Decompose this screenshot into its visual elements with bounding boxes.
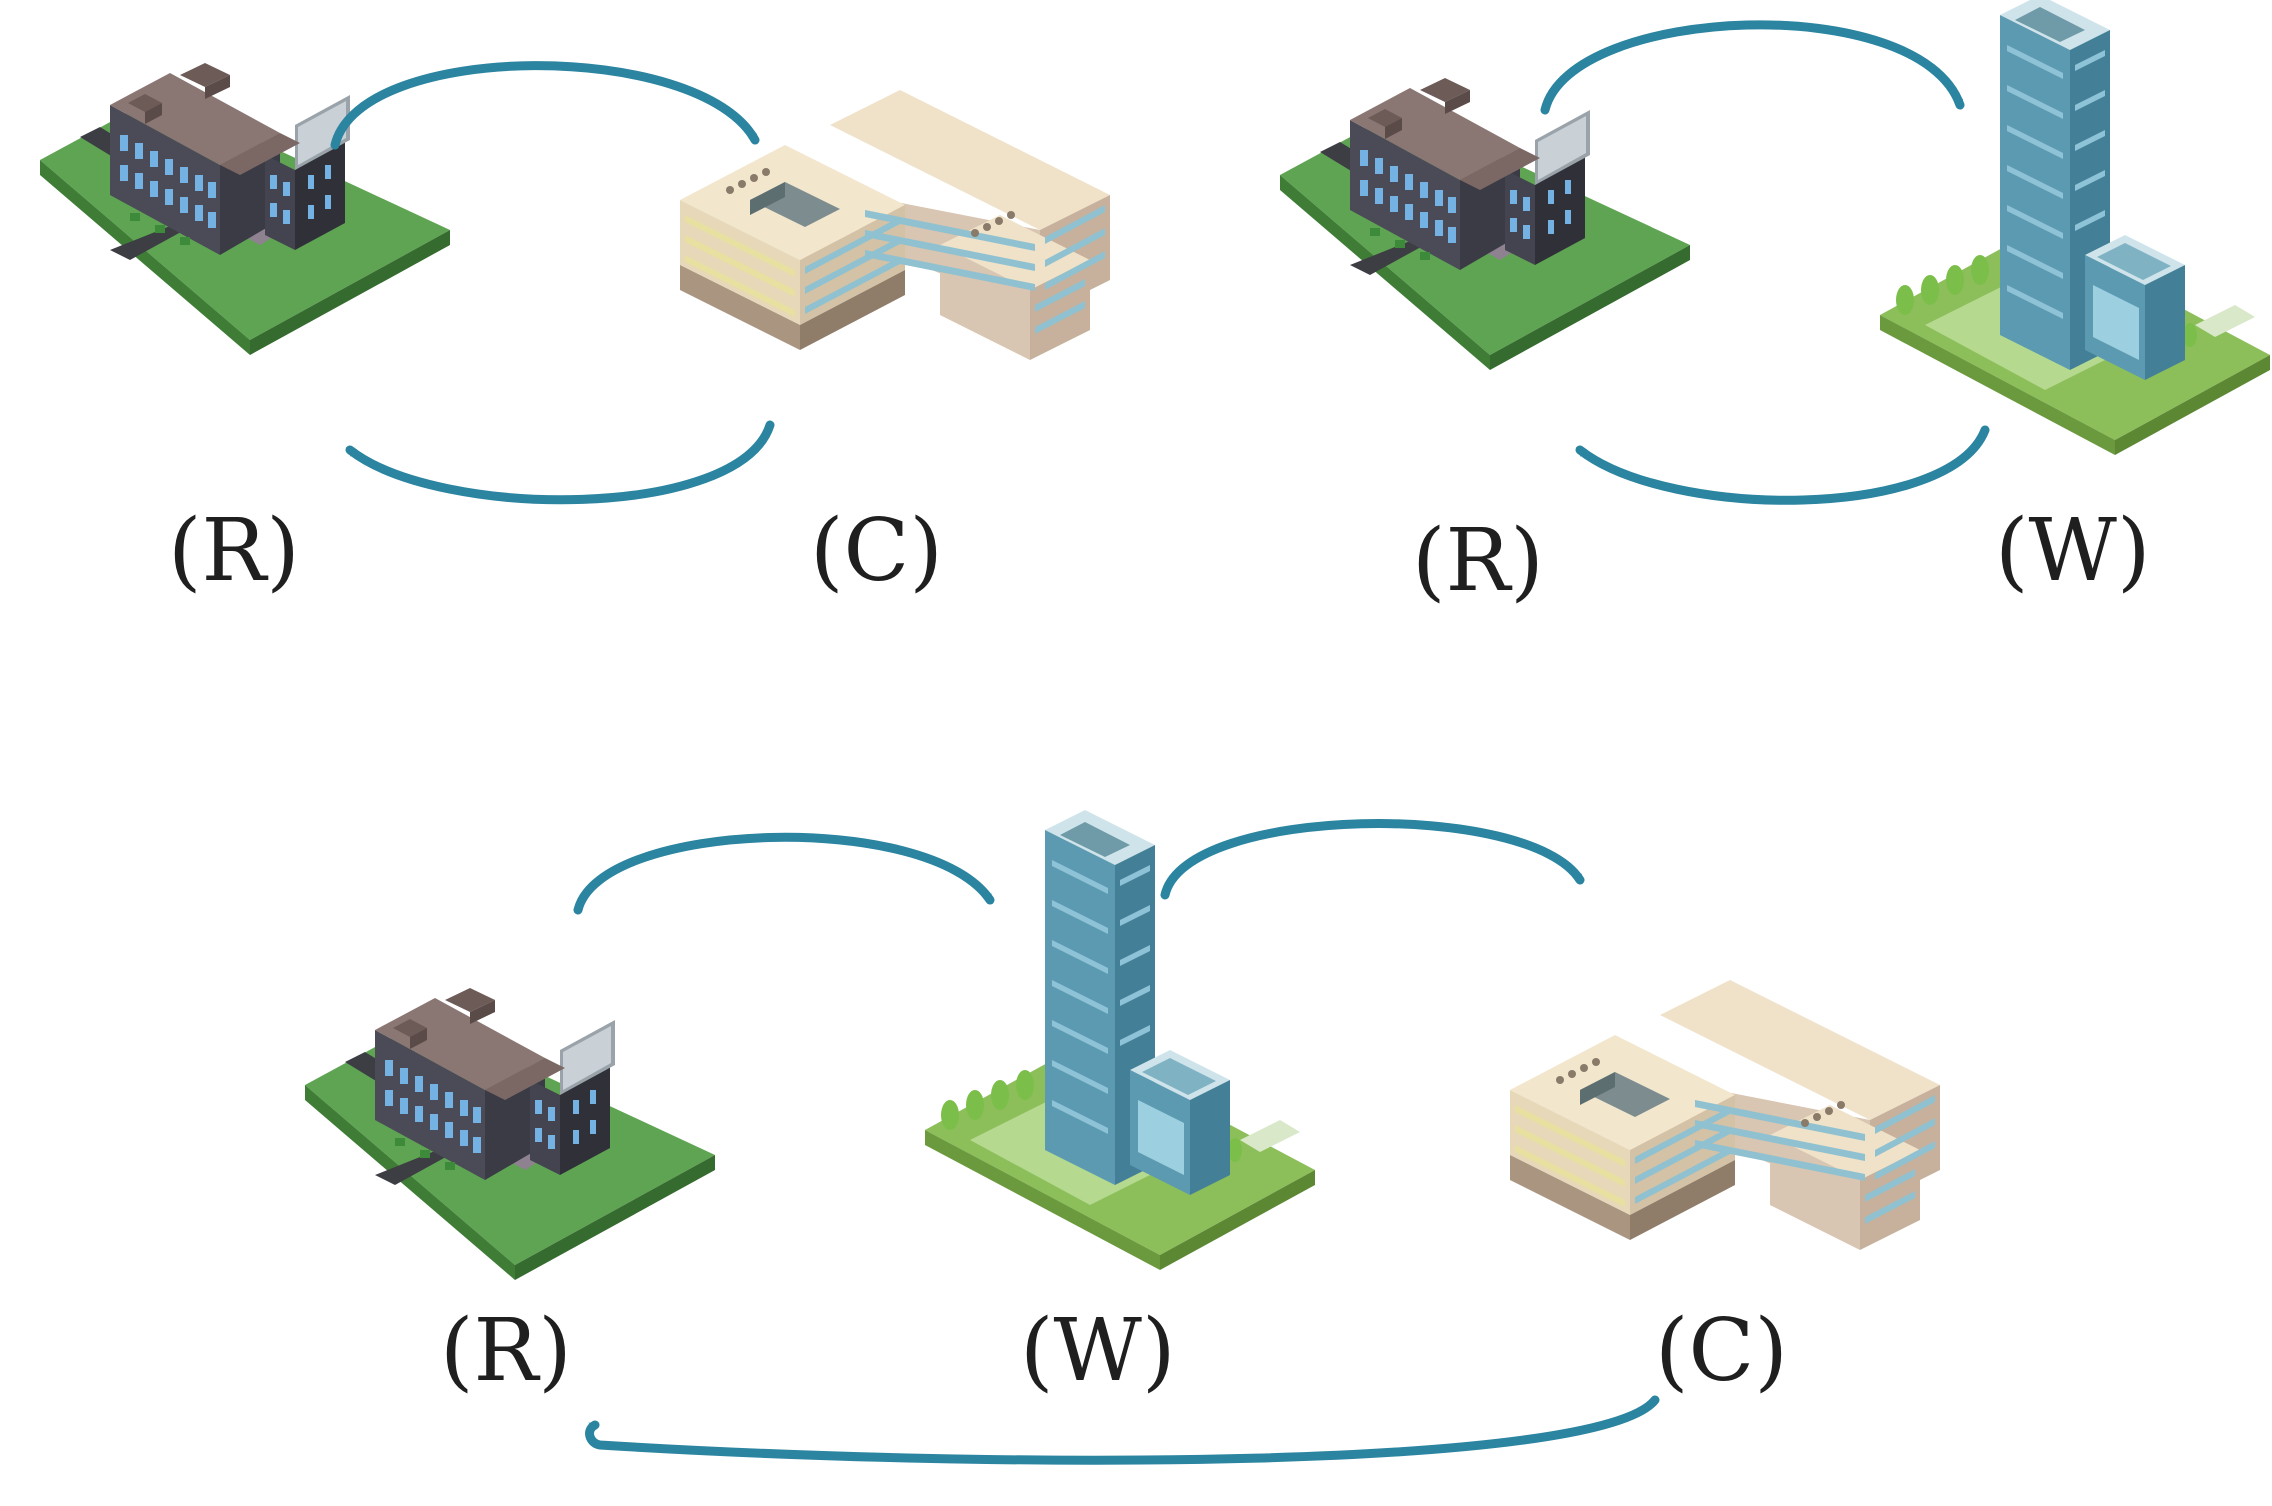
arrow-c-to-r [585, 1395, 1660, 1465]
arrow-r-to-w [573, 832, 995, 915]
commercial-building [1510, 980, 1940, 1250]
node-label-residential: (R) [440, 1301, 572, 1401]
arrow-r-to-w [1540, 20, 1965, 115]
node-label-residential: (R) [168, 501, 300, 601]
diagram-top-right [1280, 0, 2270, 505]
arrow-c-to-r [345, 420, 775, 505]
node-label-residential: (R) [1412, 511, 1544, 611]
diagram-top-left [40, 61, 1110, 505]
residential-building [40, 63, 450, 355]
diagram-bottom [305, 810, 1940, 1465]
residential-building [1280, 78, 1690, 370]
work-tower-building [925, 810, 1315, 1270]
node-label-commercial: (C) [810, 501, 943, 601]
node-label-work: (W) [1995, 501, 2151, 601]
arrow-w-to-c [1160, 819, 1585, 900]
node-label-work: (W) [1020, 1301, 1176, 1401]
arrow-r-to-c [330, 61, 760, 150]
residential-building [305, 988, 715, 1280]
arrow-w-to-r [1575, 425, 1990, 505]
node-label-commercial: (C) [1655, 1301, 1788, 1401]
